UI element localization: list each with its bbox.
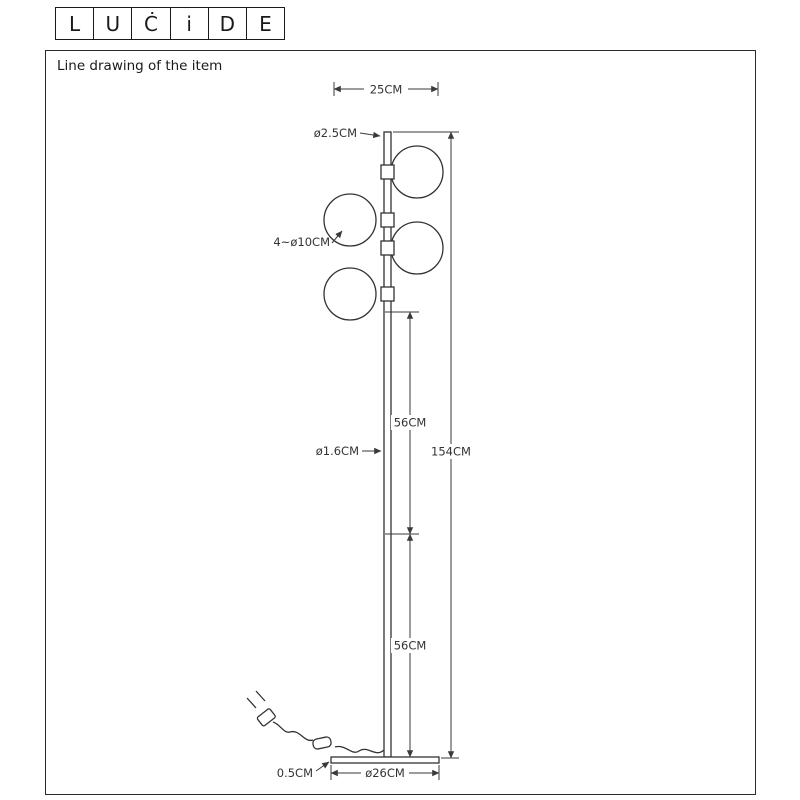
- dim-base-thickness-label: 0.5CM: [277, 766, 313, 780]
- dimension-tube-top-diameter: ø2.5CM: [314, 126, 381, 140]
- sphere-connector: [380, 240, 395, 256]
- sphere-connector: [380, 212, 395, 228]
- logo-letter: i: [171, 8, 209, 39]
- power-plug: [256, 708, 276, 727]
- dimension-shade-diameter: 4~ø10CM: [273, 230, 343, 249]
- sphere-connector: [380, 286, 395, 302]
- plug-prong: [255, 690, 266, 702]
- drawing-panel: Line drawing of the item: [45, 50, 756, 795]
- logo-letter: D: [209, 8, 247, 39]
- dimension-base-thickness: 0.5CM: [277, 761, 330, 780]
- lamp-sphere: [390, 145, 444, 199]
- dim-tube-top-diameter-label: ø2.5CM: [314, 126, 357, 140]
- logo-letter: L: [56, 8, 95, 39]
- lamp-sphere: [323, 267, 377, 321]
- dimension-total-height: 154CM: [393, 131, 475, 759]
- dimension-top-width: 25CM: [333, 81, 439, 97]
- logo-letter: Ċ: [132, 8, 171, 39]
- dim-base-diameter-label: ø26CM: [365, 766, 405, 780]
- dim-tube-diameter-label: ø1.6CM: [316, 444, 359, 458]
- line-drawing: 25CM ø2.5CM 4~ø10CM 56CM: [246, 81, 475, 781]
- dim-shade-diameter-label: 4~ø10CM: [273, 235, 330, 249]
- panel-title: Line drawing of the item: [57, 58, 223, 74]
- lamp-sphere: [323, 193, 377, 247]
- lamp-sphere: [390, 221, 444, 275]
- dim-lower-section-label: 56CM: [394, 639, 427, 653]
- dimension-lower-section: 56CM: [391, 533, 429, 758]
- cord-switch: [312, 736, 332, 750]
- lamp-spheres: [323, 145, 444, 321]
- dimension-tube-diameter: ø1.6CM: [316, 444, 382, 458]
- power-cord: [246, 690, 385, 754]
- dim-upper-section-label: 56CM: [394, 416, 427, 430]
- dimension-base-diameter: ø26CM: [330, 765, 440, 781]
- dim-total-height-label: 154CM: [431, 445, 471, 459]
- sphere-connector: [380, 164, 395, 180]
- lucide-logo: L U Ċ i D E: [55, 7, 285, 40]
- dim-top-width-label: 25CM: [370, 83, 403, 97]
- logo-letter: E: [259, 11, 272, 36]
- lamp-base: [330, 756, 440, 764]
- logo-letter: U: [94, 8, 133, 39]
- plug-prong: [246, 697, 257, 709]
- dimension-upper-section: 56CM: [385, 311, 429, 535]
